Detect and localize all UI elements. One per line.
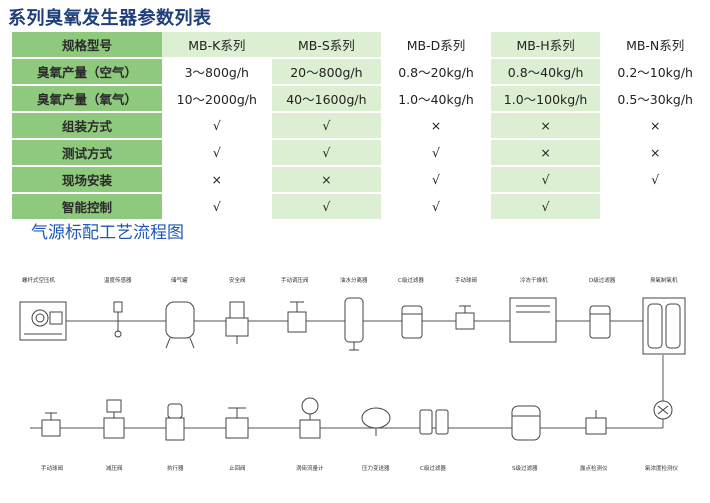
table-cell: ×: [600, 139, 710, 167]
manual-pressure-regulator-icon: [287, 301, 307, 333]
table-cell: 0.5～30kg/h: [600, 85, 710, 113]
table-cell: 1.0～100kg/h: [490, 85, 601, 113]
label-oxygen-concentration-detector: 氧浓度检测仪: [645, 464, 679, 472]
label-manual-ball-valve: 手动球阀: [455, 276, 477, 284]
label-c-filter-2: C级过滤器: [420, 464, 446, 472]
table-row: 现场安装 × × √ √ √: [12, 166, 710, 194]
table-row: 智能控制 √ √ √ √: [12, 193, 710, 221]
actuator-icon: [165, 403, 185, 441]
table-cell: √: [271, 193, 382, 221]
label-air-tank: 储气罐: [171, 276, 188, 284]
manual-ball-valve-icon: [41, 412, 61, 437]
table-cell: 40～1600g/h: [271, 85, 382, 113]
label-check-valve: 止回阀: [229, 464, 246, 472]
table-cell: √: [490, 193, 601, 221]
table-row: 臭氧产量（氧气） 10～2000g/h 40～1600g/h 1.0～40kg/…: [12, 85, 710, 113]
table-cell: ×: [271, 166, 382, 194]
label-safety-valve: 安全阀: [229, 276, 246, 284]
header-cell: MB-K系列: [162, 32, 272, 59]
flow-diagram-title: 气源标配工艺流程图: [31, 223, 184, 243]
label-pressure-transmitter: 压力变送器: [362, 464, 390, 472]
label-vortex-flowmeter: 涡街流量计: [296, 464, 324, 472]
pressure-reducing-valve-icon: [103, 399, 125, 439]
label-refrigerated-dryer: 冷冻干燥机: [520, 276, 548, 284]
oxygen-generator-icon: [642, 297, 686, 355]
row-label: 臭氧产量（空气）: [12, 58, 162, 86]
row-label: 臭氧产量（氧气）: [12, 85, 162, 113]
row-label: 智能控制: [12, 193, 162, 221]
d-grade-filter-icon: [589, 305, 611, 339]
header-cell: 规格型号: [12, 32, 162, 59]
table-cell: ×: [490, 139, 601, 167]
label-dew-point-detector: 露点检测仪: [580, 464, 608, 472]
vortex-flowmeter-icon: [299, 397, 321, 439]
screw-air-compressor-icon: [19, 301, 67, 341]
table-cell: ×: [600, 112, 710, 140]
table-cell: √: [381, 166, 491, 194]
label-oil-water-separator: 油水分离器: [340, 276, 368, 284]
table-row: 臭氧产量（空气） 3～800g/h 20～800g/h 0.8～20kg/h 0…: [12, 58, 710, 86]
table-header-row: 规格型号 MB-K系列 MB-S系列 MB-D系列 MB-H系列 MB-N系列: [12, 32, 710, 59]
c-grade-filter-icon: [419, 409, 449, 435]
label-d-filter: D级过滤器: [589, 276, 616, 284]
table-cell: 0.8～20kg/h: [381, 58, 491, 86]
header-cell: MB-H系列: [490, 32, 601, 59]
table-cell: 1.0～40kg/h: [381, 85, 491, 113]
label-manual-regulator: 手动调压阀: [281, 276, 309, 284]
pressure-transmitter-icon: [361, 407, 391, 436]
table-cell: [600, 193, 710, 221]
safety-valve-icon: [225, 301, 249, 344]
table-cell: ×: [381, 112, 491, 140]
dew-point-detector-icon: [585, 410, 607, 435]
parameter-table: 规格型号 MB-K系列 MB-S系列 MB-D系列 MB-H系列 MB-N系列 …: [12, 32, 710, 221]
table-cell: √: [600, 166, 710, 194]
table-cell: √: [162, 112, 272, 140]
table-cell: 0.2～10kg/h: [600, 58, 710, 86]
oxygen-concentration-detector-icon: [653, 400, 673, 420]
header-cell: MB-S系列: [271, 32, 382, 59]
label-manual-ball-valve-2: 手动球阀: [41, 464, 63, 472]
table-cell: √: [162, 139, 272, 167]
header-cell: MB-N系列: [600, 32, 710, 59]
table-cell: ×: [162, 166, 272, 194]
table-cell: √: [381, 139, 491, 167]
row-label: 测试方式: [12, 139, 162, 167]
row-label: 现场安装: [12, 166, 162, 194]
label-temperature-sensor: 温度传感器: [104, 276, 132, 284]
s-grade-filter-icon: [511, 405, 541, 441]
page-title: 系列臭氧发生器参数列表: [8, 8, 212, 29]
table-cell: √: [490, 166, 601, 194]
table-cell: √: [162, 193, 272, 221]
table-cell: ×: [490, 112, 601, 140]
refrigerated-dryer-icon: [509, 297, 557, 343]
row-label: 组装方式: [12, 112, 162, 140]
air-tank-icon: [165, 301, 195, 349]
label-oxygen-generator: 臭氧制氧机: [650, 276, 678, 284]
check-valve-icon: [225, 407, 249, 439]
table-row: 测试方式 √ √ √ × ×: [12, 139, 710, 167]
table-cell: 20～800g/h: [271, 58, 382, 86]
table-cell: 3～800g/h: [162, 58, 272, 86]
table-row: 组装方式 √ √ × × ×: [12, 112, 710, 140]
table-cell: 0.8～40kg/h: [490, 58, 601, 86]
header-cell: MB-D系列: [381, 32, 491, 59]
label-c-filter: C级过滤器: [398, 276, 424, 284]
table-cell: √: [381, 193, 491, 221]
process-flow-diagram: 螺杆式空压机 温度传感器 储气罐 安全阀 手动调压阀 油水分离器 C级过滤器 手…: [0, 250, 710, 503]
label-actuator: 执行器: [167, 464, 184, 472]
temperature-sensor-icon: [113, 301, 123, 338]
oil-water-separator-icon: [344, 297, 364, 351]
table-cell: √: [271, 139, 382, 167]
label-s-filter: S级过滤器: [512, 464, 538, 472]
label-pressure-reducing-valve: 减压阀: [106, 464, 123, 472]
table-cell: √: [271, 112, 382, 140]
manual-ball-valve-icon: [455, 305, 475, 330]
c-grade-filter-icon: [401, 305, 423, 339]
table-cell: 10～2000g/h: [162, 85, 272, 113]
label-screw-air-compressor: 螺杆式空压机: [22, 276, 56, 284]
